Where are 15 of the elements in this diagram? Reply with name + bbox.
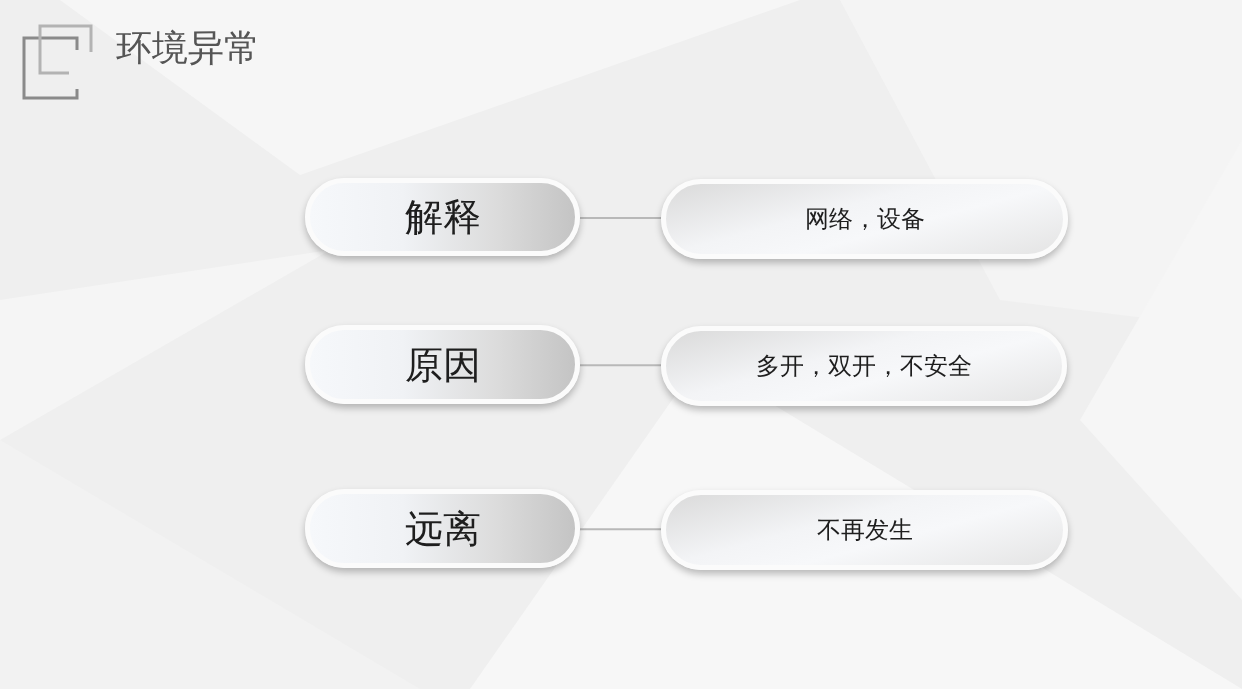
connector-line xyxy=(579,217,662,219)
topic-pill xyxy=(305,178,580,256)
topic-pill xyxy=(305,489,580,568)
answer-text: 不再发生 xyxy=(816,515,913,545)
answer-pill xyxy=(661,179,1068,259)
topic-label: 解释 xyxy=(404,194,481,240)
slide-title: 环境异常 xyxy=(116,26,260,70)
connector-line xyxy=(579,364,662,367)
topic-pill xyxy=(305,325,580,404)
answer-pill xyxy=(661,326,1067,406)
answer-pill xyxy=(661,490,1068,570)
topic-label: 远离 xyxy=(404,505,481,552)
topic-label: 原因 xyxy=(404,341,481,388)
answer-text: 网络，设备 xyxy=(804,204,925,234)
answer-text: 多开，双开，不安全 xyxy=(756,351,972,381)
